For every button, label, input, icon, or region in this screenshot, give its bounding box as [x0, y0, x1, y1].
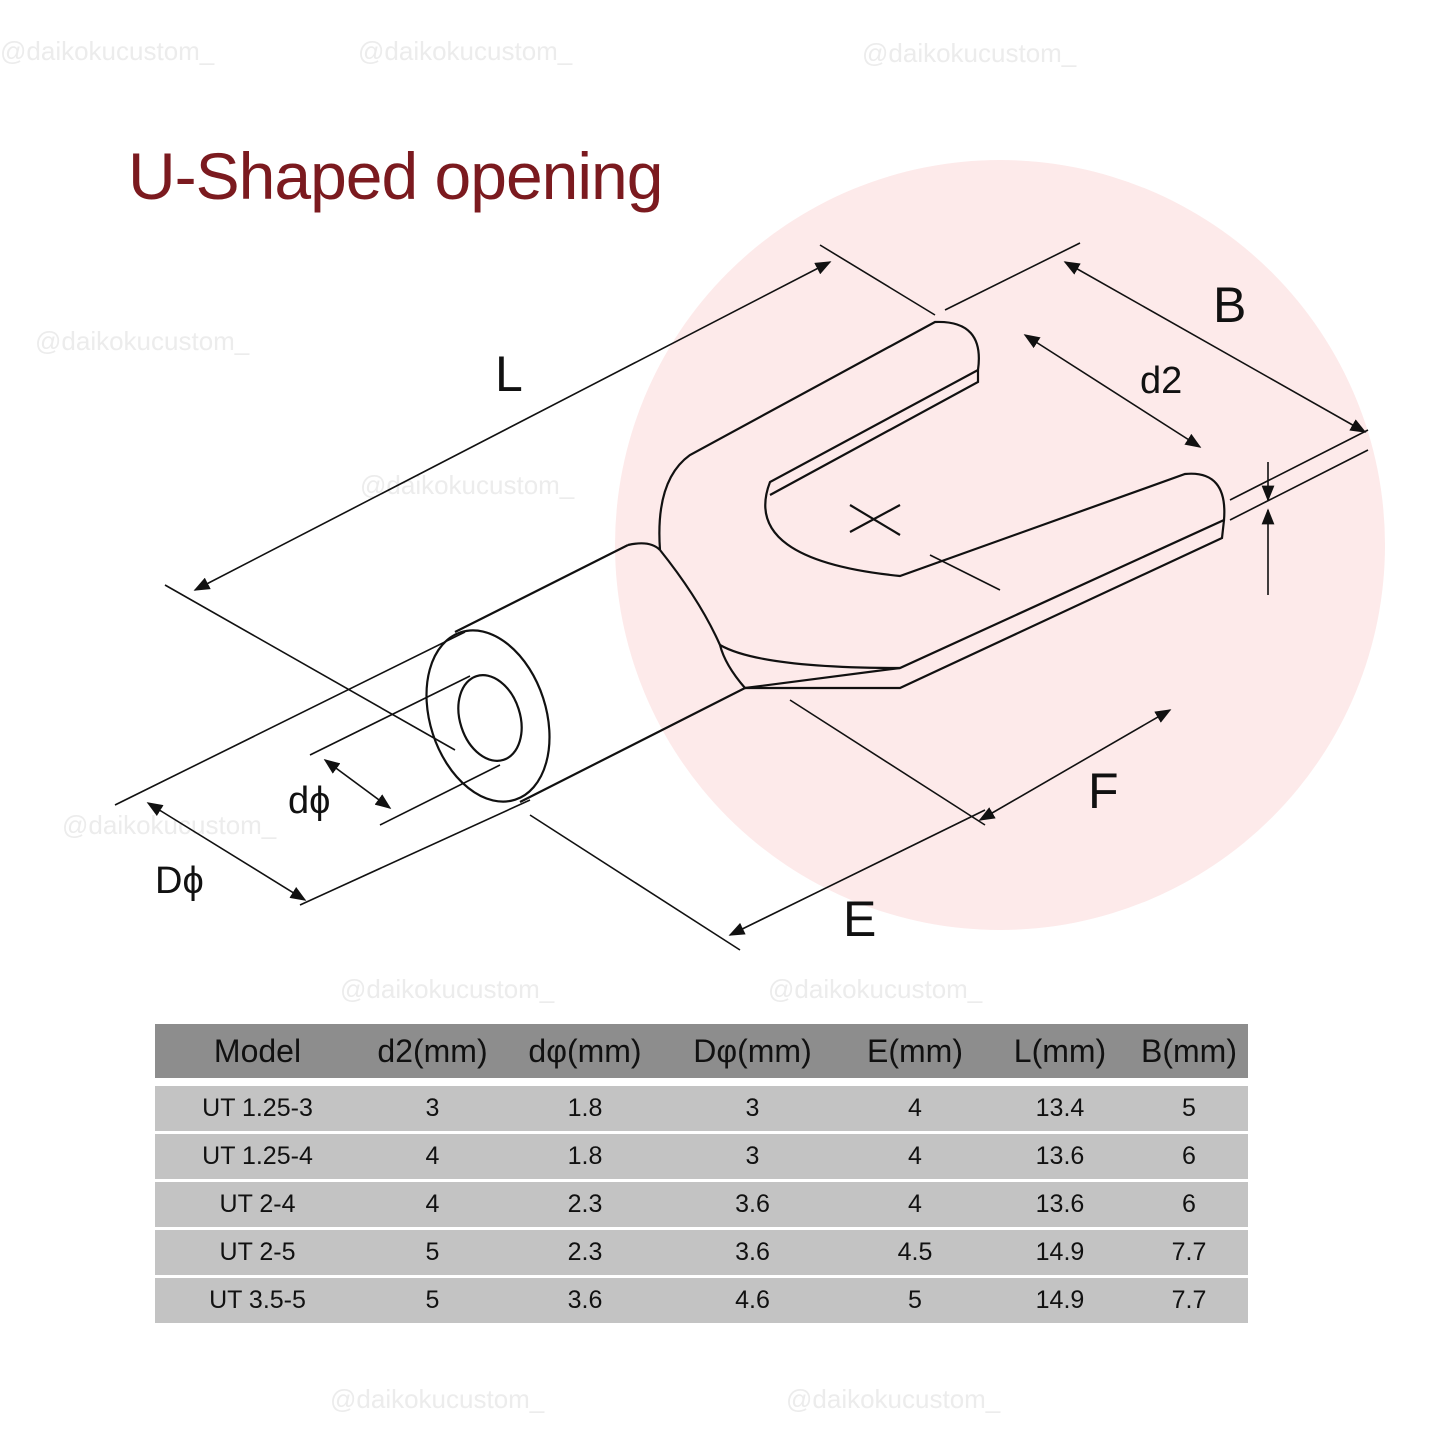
cell-B: 7.7: [1171, 1238, 1207, 1266]
cell-E: 5: [908, 1286, 922, 1314]
cell-D-phi: 3.6: [735, 1190, 770, 1218]
watermark: @daikokucustom_: [768, 974, 983, 1004]
dimension-label-L: L: [495, 346, 523, 402]
cell-d2: 4: [425, 1142, 440, 1170]
page-title: U-Shaped opening: [128, 139, 663, 213]
header-L: L(mm): [1013, 1032, 1107, 1069]
cell-B: 5: [1182, 1094, 1196, 1122]
watermark: @daikokucustom_: [786, 1384, 1001, 1414]
cell-model: UT 1.25-3: [202, 1094, 313, 1122]
cell-L: 14.9: [1035, 1238, 1085, 1266]
cell-model: UT 1.25-4: [202, 1142, 313, 1170]
header-B: B(mm): [1141, 1032, 1237, 1069]
cell-D-phi: 3: [745, 1142, 760, 1170]
header-model: Model: [213, 1032, 302, 1069]
cell-d2: 5: [425, 1238, 440, 1266]
spec-table: Model d2(mm) dφ(mm) Dφ(mm) E(mm) L(mm) B…: [155, 1024, 1248, 1326]
watermark: @daikokucustom_: [0, 36, 215, 66]
table-header: Model d2(mm) dφ(mm) Dφ(mm) E(mm) L(mm) B…: [155, 1024, 1248, 1078]
cell-d-phi: 1.8: [567, 1094, 603, 1122]
cell-B: 6: [1182, 1142, 1196, 1170]
cell-L: 13.6: [1035, 1142, 1085, 1170]
cell-D-phi: 3.6: [735, 1238, 770, 1266]
cell-D-phi: 4.6: [735, 1286, 770, 1314]
cell-d2: 5: [425, 1286, 440, 1314]
watermark: @daikokucustom_: [340, 974, 555, 1004]
fork-terminal-diagram: [114, 242, 1369, 951]
cell-model: UT 3.5-5: [209, 1286, 306, 1314]
cell-E: 4: [908, 1094, 922, 1122]
dimension-label-d-phi: dϕ: [288, 780, 331, 822]
watermark: @daikokucustom_: [358, 36, 573, 66]
dimension-label-E: E: [843, 891, 877, 947]
cell-E: 4.5: [897, 1238, 933, 1266]
cell-D-phi: 3: [745, 1094, 760, 1122]
header-D-phi: Dφ(mm): [693, 1032, 812, 1069]
terminal-outline: [425, 320, 1226, 803]
table-row: UT 3.5-5 5 3.6 4.6 5 14.9 7.7: [155, 1278, 1248, 1323]
cell-d-phi: 2.3: [567, 1238, 603, 1266]
cell-d-phi: 1.8: [567, 1142, 603, 1170]
watermark: @daikokucustom_: [862, 38, 1077, 68]
header-d2: d2(mm): [377, 1032, 488, 1069]
dimension-label-B: B: [1213, 277, 1247, 333]
cell-L: 13.4: [1035, 1094, 1085, 1122]
cell-L: 13.6: [1035, 1190, 1085, 1218]
cell-model: UT 2-4: [219, 1190, 296, 1218]
watermark: @daikokucustom_: [330, 1384, 545, 1414]
table-row: UT 2-5 5 2.3 3.6 4.5 14.9 7.7: [155, 1230, 1248, 1275]
cell-L: 14.9: [1035, 1286, 1085, 1314]
cell-d-phi: 2.3: [567, 1190, 603, 1218]
cell-B: 7.7: [1171, 1286, 1207, 1314]
table-row: UT 2-4 4 2.3 3.6 4 13.6 6: [155, 1182, 1248, 1227]
dimension-label-F: F: [1088, 763, 1119, 819]
header-E: E(mm): [867, 1032, 963, 1069]
dimension-label-D-phi: Dϕ: [155, 860, 204, 902]
cell-d2: 3: [425, 1094, 440, 1122]
dimension-label-d2: d2: [1140, 360, 1183, 402]
cell-d2: 4: [425, 1190, 440, 1218]
table-row: UT 1.25-3 3 1.8 3 4 13.4 5: [155, 1086, 1248, 1131]
cell-d-phi: 3.6: [567, 1286, 603, 1314]
cell-model: UT 2-5: [219, 1238, 296, 1266]
dimension-lines: [114, 242, 1369, 951]
cell-E: 4: [908, 1142, 922, 1170]
header-d-phi: dφ(mm): [528, 1032, 642, 1069]
table-row: UT 1.25-4 4 1.8 3 4 13.6 6: [155, 1134, 1248, 1179]
cell-B: 6: [1182, 1190, 1196, 1218]
cell-E: 4: [908, 1190, 922, 1218]
